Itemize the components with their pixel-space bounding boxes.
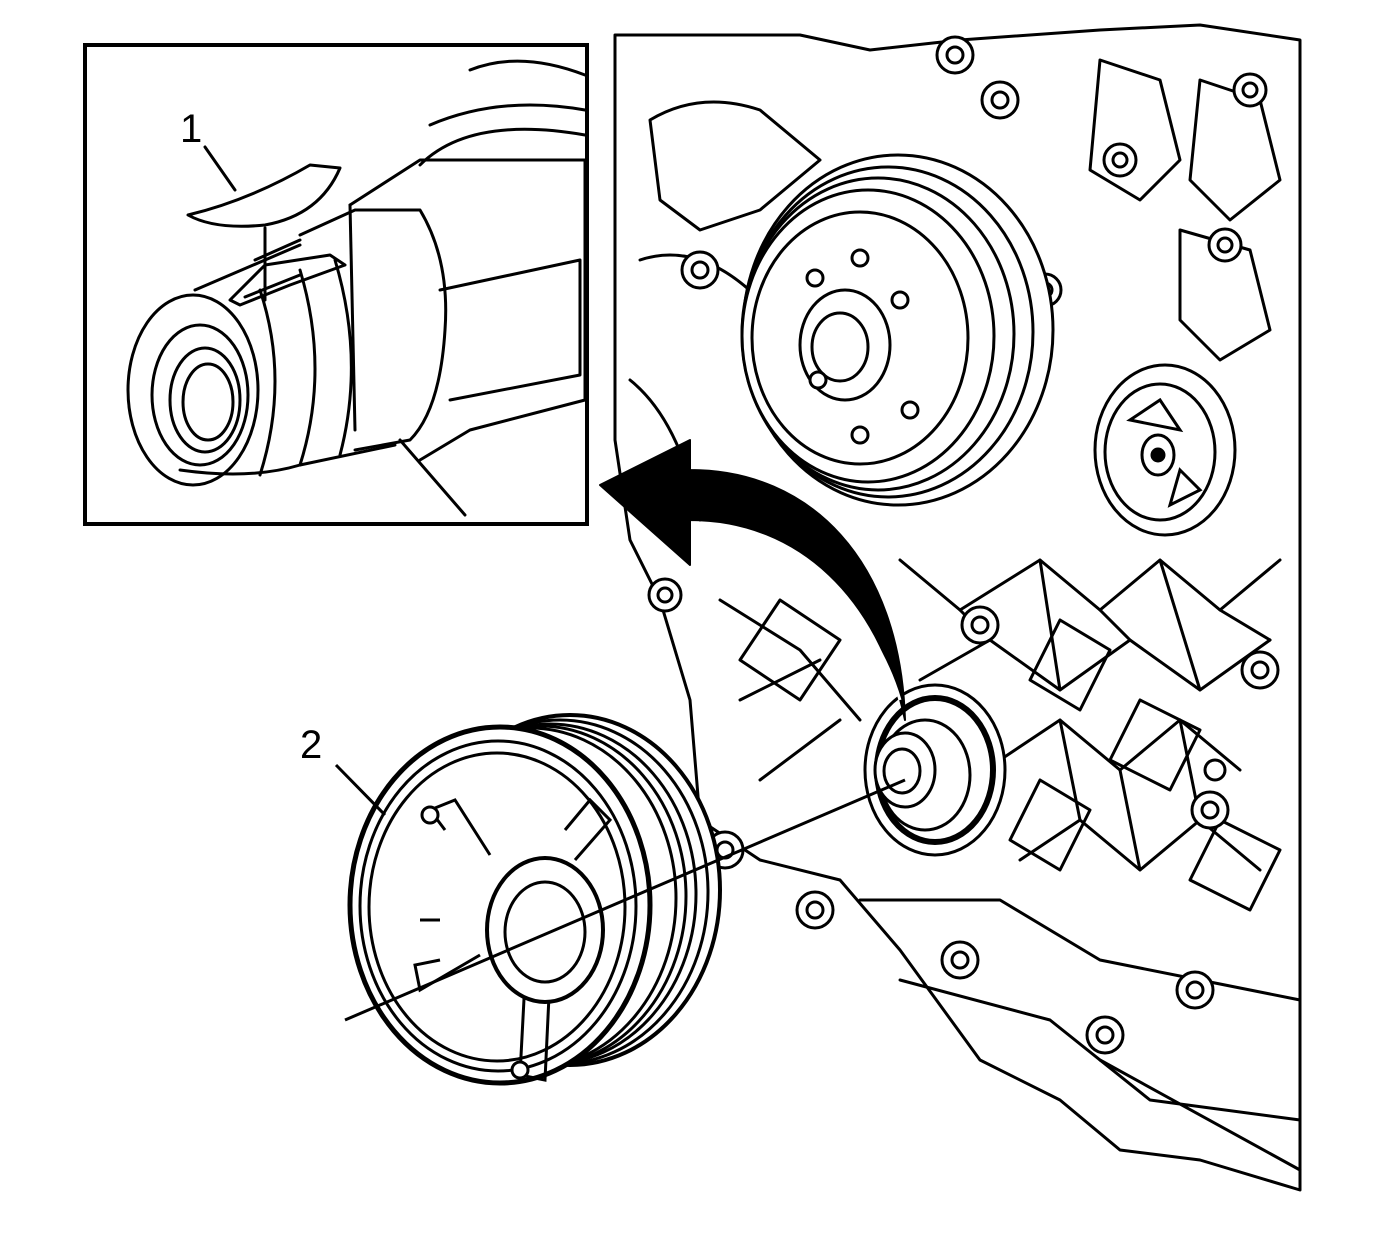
inset-detail xyxy=(83,43,589,526)
cover-bolts xyxy=(647,35,1280,1055)
callout-2-label: 2 xyxy=(300,723,322,767)
install-direction-arrow xyxy=(599,439,906,721)
bolt xyxy=(1203,758,1227,782)
callout-1-label: 1 xyxy=(180,107,202,151)
callout-2-leader xyxy=(334,763,387,817)
crankshaft-front-seal xyxy=(863,683,1007,857)
alignment-line xyxy=(344,778,906,1022)
idler-pulley xyxy=(1093,363,1237,537)
water-pump-pulley xyxy=(740,153,1055,507)
crankshaft-balancer xyxy=(347,713,722,1086)
inset-frame xyxy=(83,43,589,526)
crankshaft-nose-closeup xyxy=(126,59,587,517)
